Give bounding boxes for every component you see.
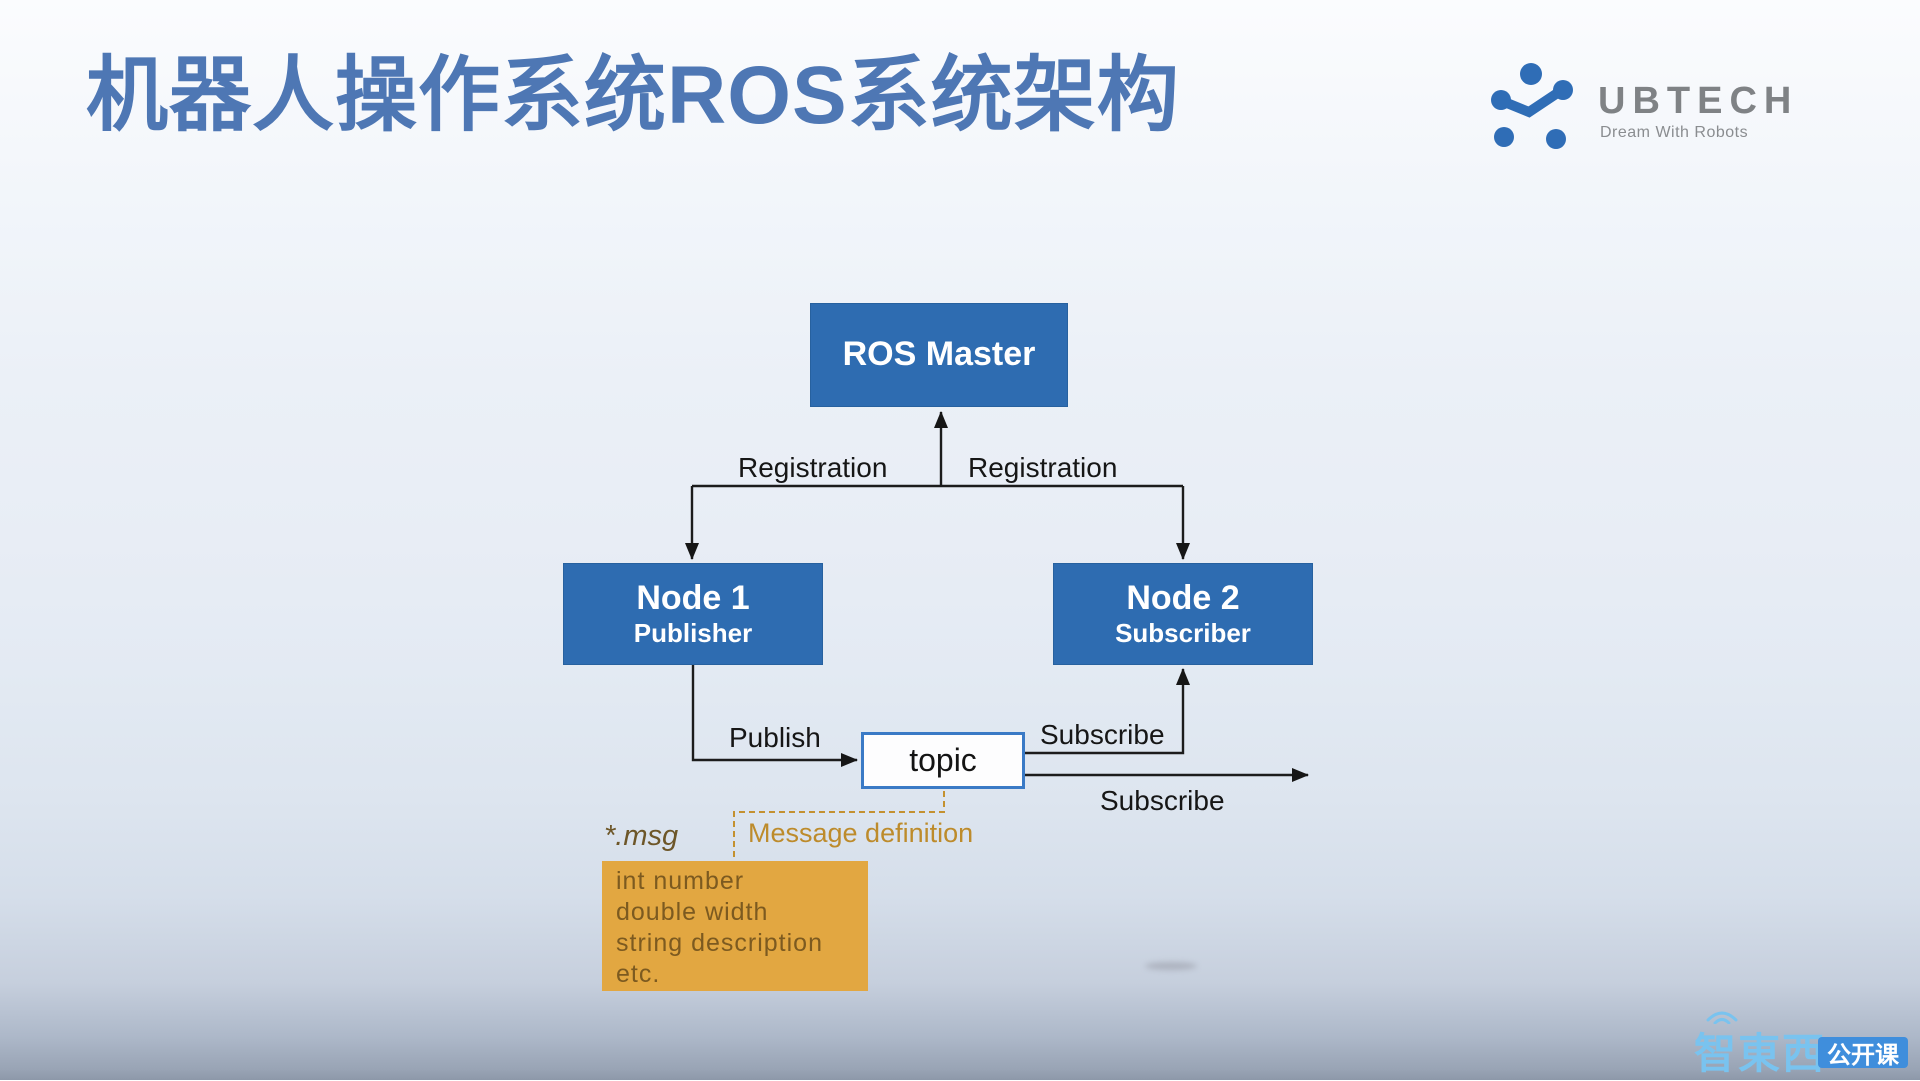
subscribe-label-upper: Subscribe	[1040, 719, 1165, 750]
msg-line: int number	[616, 867, 745, 895]
zhidx-wordmark: 智東西	[1694, 1030, 1827, 1077]
registration-label-left: Registration	[738, 452, 888, 483]
cursor-smudge	[1145, 962, 1197, 970]
open-class-badge: 公开课	[1818, 1037, 1908, 1069]
node2-box: Node 2 Subscriber	[1053, 563, 1313, 665]
topic-label: topic	[909, 742, 977, 778]
node1-subtitle: Publisher	[633, 617, 753, 648]
msg-file-label: *.msg	[604, 820, 679, 852]
message-definition-label: Message definition	[748, 818, 974, 848]
node2-title: Node 2	[1126, 578, 1240, 617]
open-class-badge-label: 公开课	[1827, 1042, 1899, 1069]
msg-line: etc.	[616, 960, 661, 988]
publish-label: Publish	[729, 722, 821, 753]
ubtech-logo-icon	[1491, 63, 1573, 149]
node2-subtitle: Subscriber	[1115, 617, 1251, 648]
ros-master-label: ROS Master	[842, 335, 1036, 374]
msg-definition-box: int number double width string descripti…	[602, 861, 868, 991]
registration-label-right: Registration	[968, 452, 1118, 483]
msg-line: double width	[616, 898, 769, 926]
topic-box: topic	[861, 732, 1025, 789]
subscribe-label-lower: Subscribe	[1100, 785, 1225, 816]
node1-title: Node 1	[636, 578, 750, 617]
msg-line: string description	[616, 929, 823, 957]
ros-master-box: ROS Master	[810, 303, 1068, 407]
ubtech-tagline: Dream With Robots	[1600, 124, 1749, 141]
node1-box: Node 1 Publisher	[563, 563, 823, 665]
ubtech-wordmark: UBTECH	[1598, 80, 1799, 122]
zhidx-antenna-icon	[1706, 1011, 1738, 1024]
page-title: 机器人操作系统ROS系统架构	[86, 50, 1180, 141]
